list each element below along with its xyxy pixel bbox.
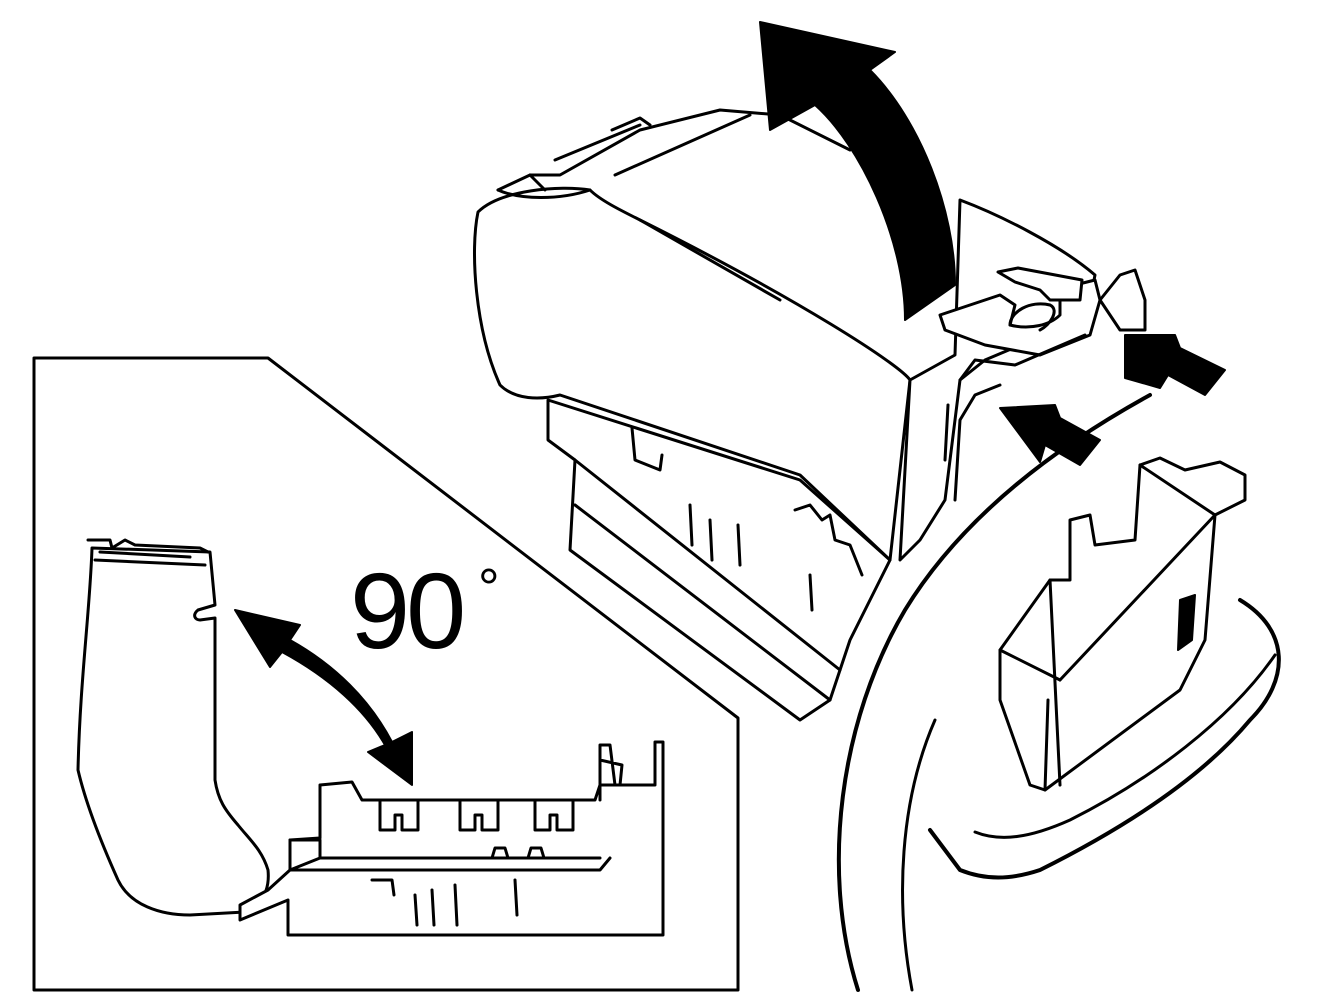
push-arrow-icon-2 bbox=[1124, 334, 1226, 396]
latch-clip bbox=[938, 266, 1147, 502]
housing-outer-curve bbox=[836, 393, 1152, 992]
main-illustration bbox=[472, 21, 1281, 992]
push-arrow-icon bbox=[999, 404, 1101, 466]
double-headed-curved-arrow-icon bbox=[234, 609, 413, 786]
angle-value-label: 90 bbox=[350, 550, 462, 671]
housing-rim bbox=[928, 598, 1281, 880]
angle-unit-label: ° bbox=[478, 558, 500, 618]
inset-box: 90 ° bbox=[32, 356, 740, 992]
housing-inner-curve bbox=[901, 718, 937, 992]
socket bbox=[998, 456, 1247, 792]
inset-relay-base bbox=[238, 740, 665, 937]
housing-rim-inner bbox=[973, 653, 1277, 839]
curved-arrow-up-icon bbox=[759, 21, 956, 321]
